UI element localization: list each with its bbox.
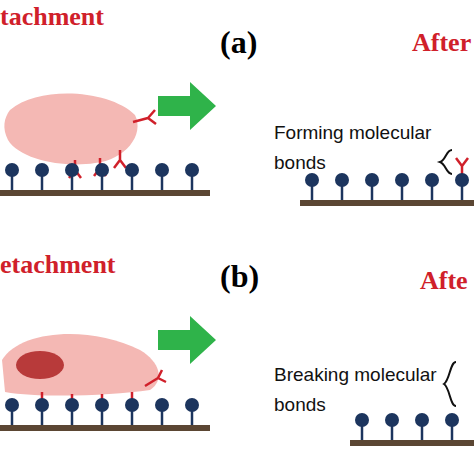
- substrate: [0, 425, 210, 431]
- substrate: [350, 440, 474, 446]
- section-heading: etachment: [0, 250, 116, 280]
- cell: [2, 334, 159, 396]
- brace: [444, 362, 456, 406]
- section-heading: tachment: [0, 2, 104, 32]
- panel-tag: (a): [220, 24, 257, 61]
- ligands: [5, 398, 199, 425]
- cell: [4, 94, 137, 165]
- section-heading: After: [412, 28, 471, 58]
- process-arrow: [158, 82, 216, 130]
- process-arrow: [158, 316, 216, 364]
- ligands: [355, 413, 459, 440]
- brace: [440, 150, 452, 174]
- section-heading: Afte: [420, 266, 468, 296]
- substrate: [300, 200, 474, 206]
- receptors: [69, 110, 156, 178]
- ligands: [305, 173, 469, 200]
- ligands: [5, 163, 199, 190]
- substrate: [0, 190, 210, 196]
- annotation: Forming molecular bonds: [274, 118, 454, 178]
- panel-tag: (b): [220, 258, 259, 295]
- annotation: Breaking molecular bonds: [274, 360, 454, 420]
- nucleus: [16, 351, 64, 379]
